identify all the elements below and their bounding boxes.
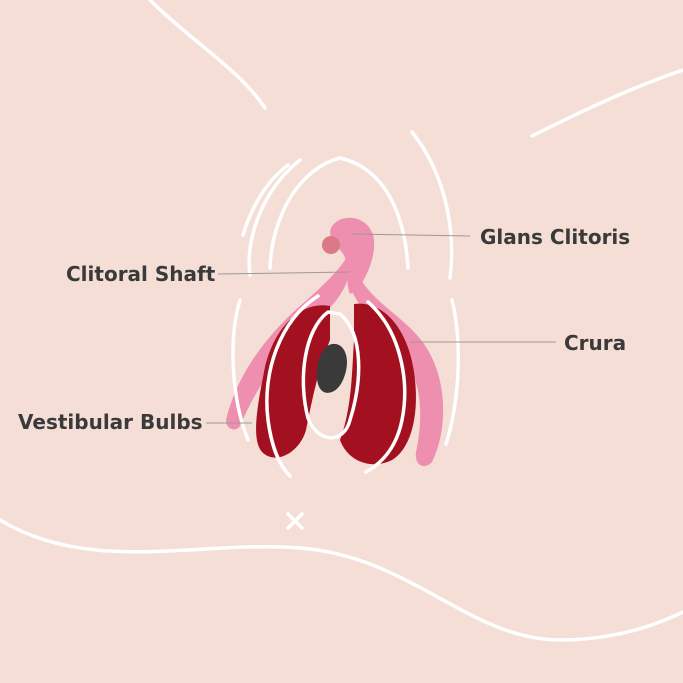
label-crura: Crura [564,331,626,355]
thigh-contour-right [530,68,683,138]
labia-outline-left [268,156,342,270]
inner-labia-right [364,300,407,474]
label-clitoral-shaft: Clitoral Shaft [66,262,216,286]
outer-labia-left-top [247,158,302,277]
leader-glans [351,233,471,237]
label-vestibular-bulbs: Vestibular Bulbs [18,410,203,434]
buttocks-contour [0,518,683,642]
vaginal-opening [316,343,347,393]
vulva-outlines [241,130,454,280]
body-contours [0,0,683,642]
outer-labia-left-arc [241,163,290,237]
inner-labia-left [265,294,320,478]
outer-labia-right-lower [444,298,460,446]
vestibule-area [301,310,361,440]
front-outlines [231,294,460,478]
thigh-contour-left [148,0,267,110]
outer-labia-right-top [410,130,454,280]
vestibular-bulb-left [256,305,330,458]
labia-outline-right [338,156,410,270]
outer-labia-left-lower [231,298,250,442]
label-glans-clitoris: Glans Clitoris [480,225,630,249]
leader-shaft [217,271,351,275]
clitoral-shaft-shape [330,217,375,294]
perineum-cross-icon [286,512,304,530]
glans-tip [322,236,340,254]
